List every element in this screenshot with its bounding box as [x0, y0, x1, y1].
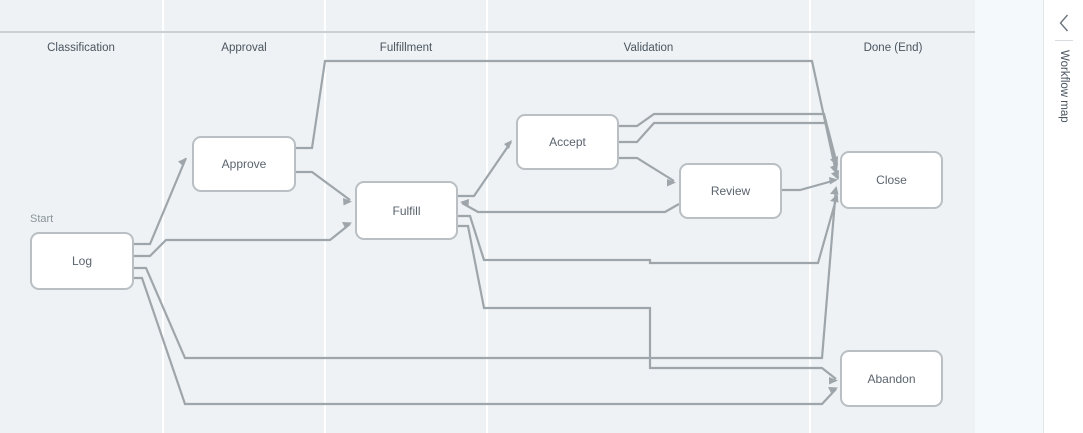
lane-title-done: Done (End) — [863, 42, 923, 54]
node-approve-label: Approve — [221, 157, 267, 171]
node-log[interactable]: Log — [30, 232, 134, 290]
edge-accept-close — [619, 112, 839, 165]
arrowhead-log-close — [830, 186, 839, 195]
arrowhead-log-approve — [178, 158, 186, 166]
canvas-right-gutter — [975, 0, 1043, 433]
edge-fulfill-abandon — [458, 224, 837, 380]
node-review[interactable]: Review — [679, 163, 782, 219]
node-fulfill[interactable]: Fulfill — [355, 181, 458, 240]
edge-log-approve — [134, 157, 188, 246]
node-log-label: Log — [71, 254, 93, 268]
sidebar-label-text: Workflow map — [1058, 50, 1070, 123]
edge-review-close — [782, 178, 837, 192]
edge-log-abandon — [134, 276, 837, 406]
workflow-canvas[interactable]: Classification Approval Fulfillment Vali… — [0, 0, 975, 433]
lane-approval — [164, 0, 324, 433]
arrowhead-review-fulfill — [460, 199, 469, 207]
edge-log-fulfill — [134, 223, 351, 258]
arrowhead-fulfill-abandon — [829, 377, 838, 385]
lane-divider-2 — [324, 0, 326, 433]
node-fulfill-label: Fulfill — [392, 203, 421, 218]
arrowhead-approve-fulfill — [343, 198, 352, 206]
arrowhead-fulfill-close — [830, 194, 839, 203]
lane-divider-3 — [486, 0, 488, 433]
lane-title-validation: Validation — [623, 42, 674, 54]
arrowhead-accept-close-2 — [831, 170, 839, 180]
sidebar-divider — [1055, 40, 1073, 41]
lane-title-approval: Approval — [221, 42, 267, 54]
edge-fulfill-close — [458, 195, 839, 265]
arrowhead-fulfill-accept — [504, 140, 512, 149]
edge-accept-close-2 — [619, 121, 840, 179]
edge-fulfill-accept — [458, 141, 512, 198]
edge-layer — [134, 59, 840, 406]
arrowhead-review-close — [829, 177, 838, 185]
node-accept-label: Accept — [549, 135, 586, 149]
lane-classification — [0, 0, 162, 433]
edge-review-fulfill — [461, 202, 680, 214]
node-close-label: Close — [876, 173, 907, 187]
lane-divider-4 — [809, 0, 811, 433]
node-accept[interactable]: Accept — [516, 114, 619, 170]
node-review-label: Review — [710, 184, 751, 198]
node-approve[interactable]: Approve — [192, 136, 296, 192]
header-rule — [0, 31, 975, 33]
node-tag-start: Start — [30, 213, 54, 225]
sidebar-label-workflow-map[interactable]: Workflow map — [1044, 50, 1083, 230]
edge-accept-review — [619, 156, 675, 182]
chevron-left-icon[interactable] — [1044, 8, 1083, 38]
workflow-map-sidebar: Workflow map — [1043, 0, 1083, 433]
lane-title-fulfillment: Fulfillment — [379, 42, 433, 54]
edge-log-close — [134, 187, 838, 360]
node-close[interactable]: Close — [840, 151, 943, 209]
edge-approve-close — [296, 59, 838, 173]
lane-title-classification: Classification — [47, 42, 115, 54]
node-abandon[interactable]: Abandon — [840, 350, 943, 407]
arrowhead-log-abandon — [828, 387, 838, 394]
node-abandon-label: Abandon — [867, 371, 916, 386]
lane-divider-1 — [162, 0, 164, 433]
arrowhead-accept-review — [667, 179, 676, 187]
edge-approve-fulfill — [296, 170, 351, 201]
arrowhead-log-fulfill — [342, 222, 352, 229]
